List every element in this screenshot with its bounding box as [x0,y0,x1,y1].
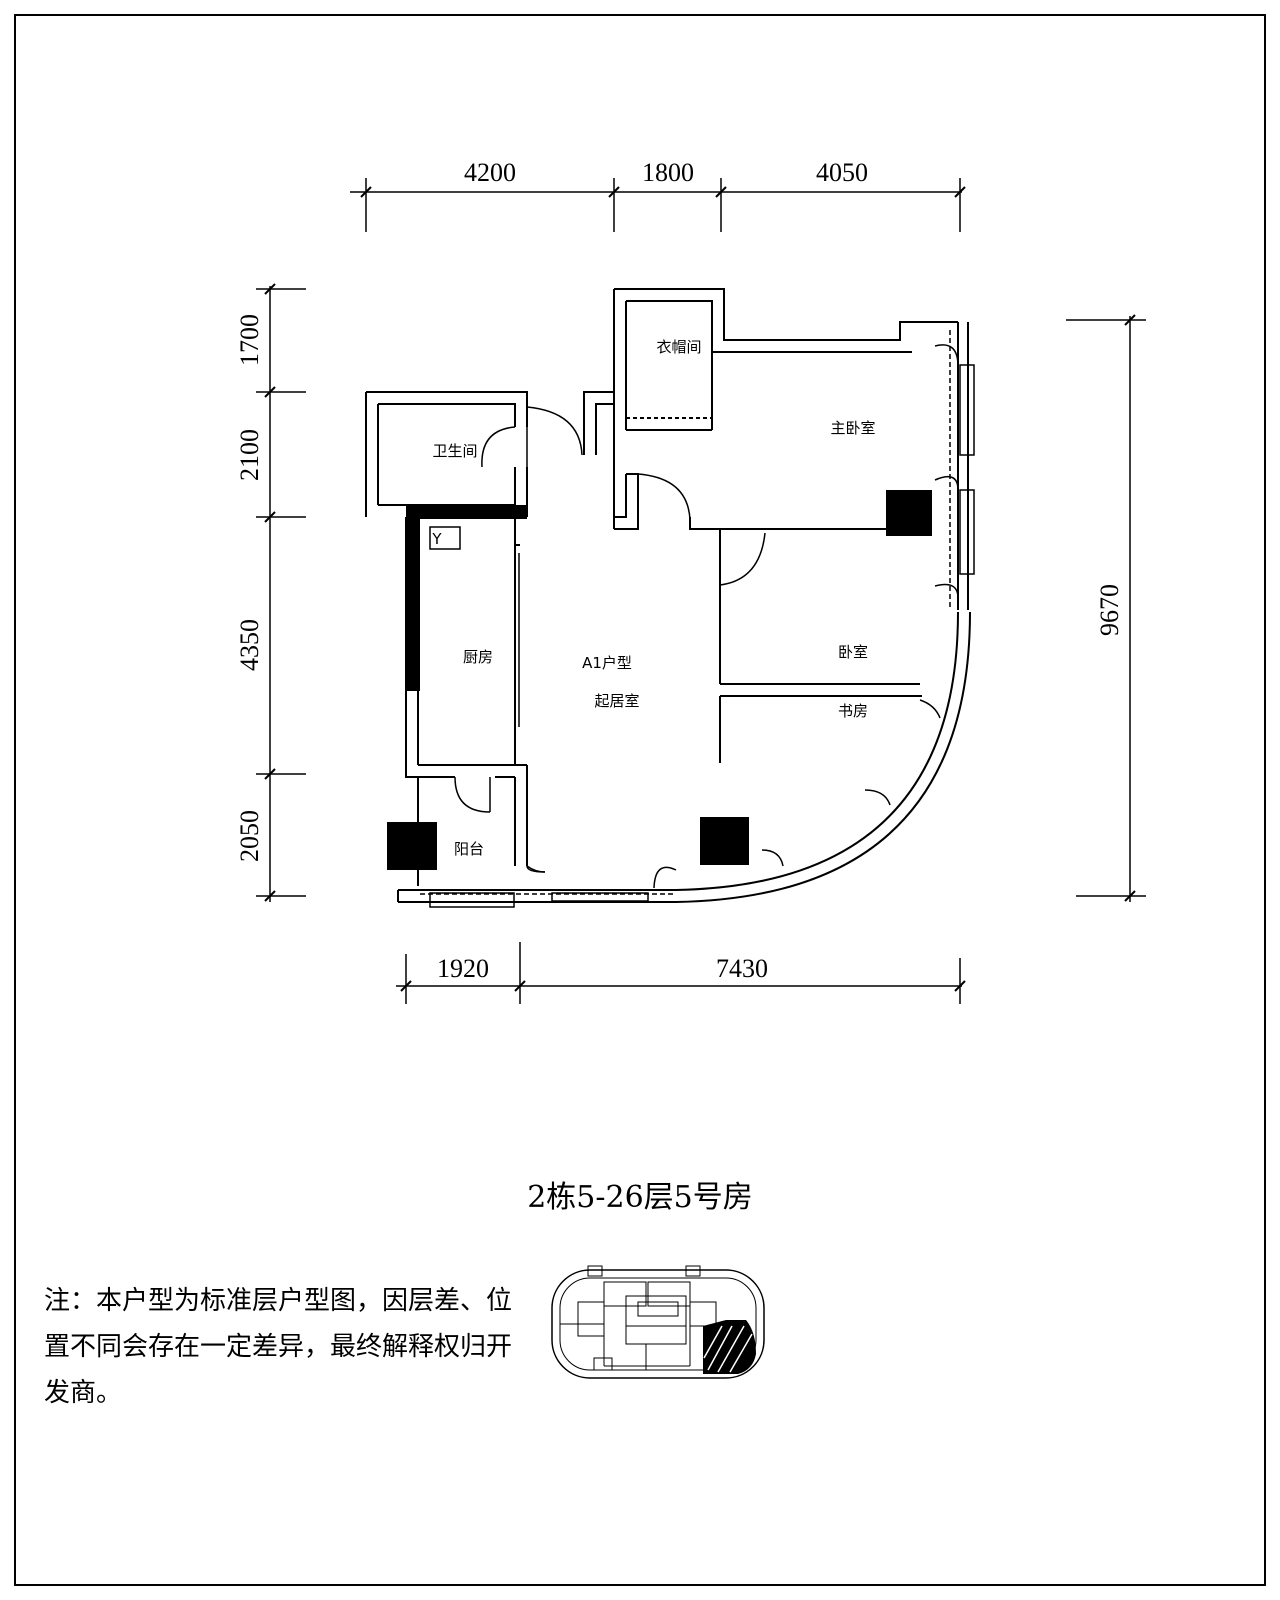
plan-caption: 2栋5-26层5号房 [527,1180,753,1215]
room-study: 书房 [838,702,868,720]
dim-left-3: 4350 [235,619,264,671]
dimension-ticks [264,186,1136,992]
windows [420,330,975,908]
walls [365,288,971,903]
room-master-bedroom: 主卧室 [830,419,875,437]
room-bedroom: 卧室 [838,643,868,661]
dim-left-2: 2100 [235,429,264,481]
room-kitchen: 厨房 [463,648,493,666]
page-frame [14,14,1266,1586]
dim-top-3: 4050 [816,158,868,187]
solid-walls [387,490,932,870]
key-plan [551,1265,765,1379]
dim-right: 9670 [1095,584,1124,636]
kitchen-fixtures [429,526,520,727]
room-cloakroom: 衣帽间 [656,338,701,356]
room-bathroom: 卫生间 [432,442,477,460]
dimension-lines [256,178,1146,1004]
floor-plan: 4200 1800 4050 1700 2100 4350 2050 9670 … [235,158,1146,1004]
dim-left-1: 1700 [235,314,264,366]
room-balcony: 阳台 [454,840,484,858]
unit-type-label: A1户型 [582,654,632,672]
disclaimer-note: 注：本户型为标准层户型图，因层差、位置不同会存在一定差异，最终解释权归开发商。 [44,1286,513,1408]
dim-bottom-1: 1920 [437,954,489,983]
doors [454,344,959,889]
dim-top-2: 1800 [642,158,694,187]
floor-drain-mark: Y [431,530,442,548]
dim-left-4: 2050 [235,810,264,862]
dim-top-1: 4200 [464,158,516,187]
room-living-room: 起居室 [594,692,639,710]
dim-bottom-2: 7430 [716,954,768,983]
